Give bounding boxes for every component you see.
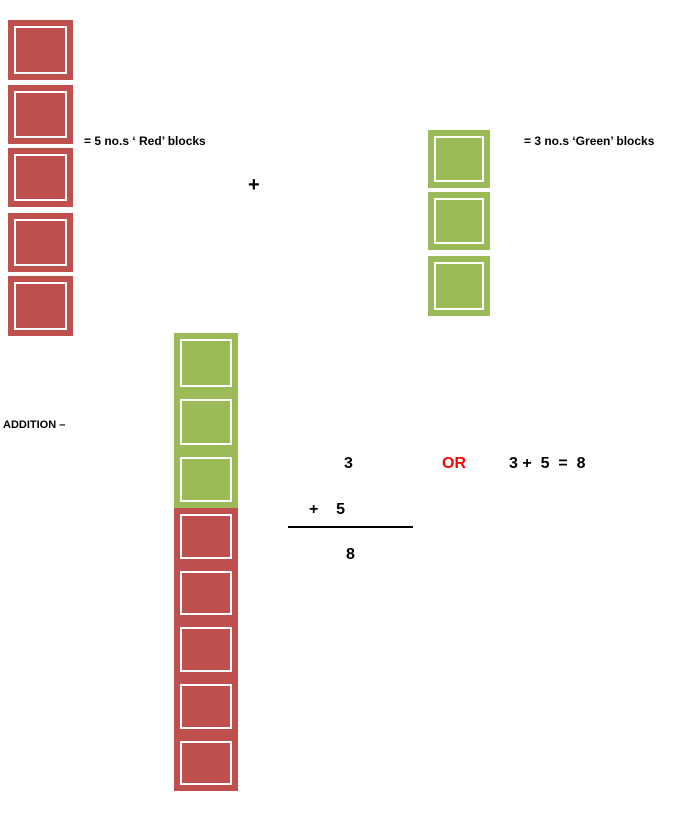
or-label: OR (442, 455, 466, 472)
green-block (174, 393, 238, 451)
green-block (428, 192, 490, 250)
green-block (174, 451, 238, 508)
red-block (8, 276, 73, 336)
red-block (8, 20, 73, 80)
vertical-sum-addend: + 5 (309, 501, 346, 518)
red-block (174, 621, 238, 678)
addition-label: ADDITION – (3, 419, 66, 431)
sum-line (288, 526, 413, 528)
green-block (428, 256, 490, 316)
red-block (174, 678, 238, 735)
green-count-label: = 3 no.s ‘Green’ blocks (524, 134, 655, 148)
green-block (428, 130, 490, 188)
red-block (174, 735, 238, 791)
vertical-sum-result: 8 (346, 546, 355, 563)
red-block (174, 565, 238, 621)
red-block (8, 213, 73, 272)
vertical-sum-top: 3 (344, 455, 353, 472)
plus-sign: + (248, 174, 260, 196)
red-block (8, 85, 73, 144)
red-block (8, 148, 73, 207)
red-count-label: = 5 no.s ‘ Red’ blocks (84, 134, 206, 148)
red-block (174, 508, 238, 565)
green-block (174, 333, 238, 393)
equation: 3 + 5 = 8 (509, 455, 586, 472)
